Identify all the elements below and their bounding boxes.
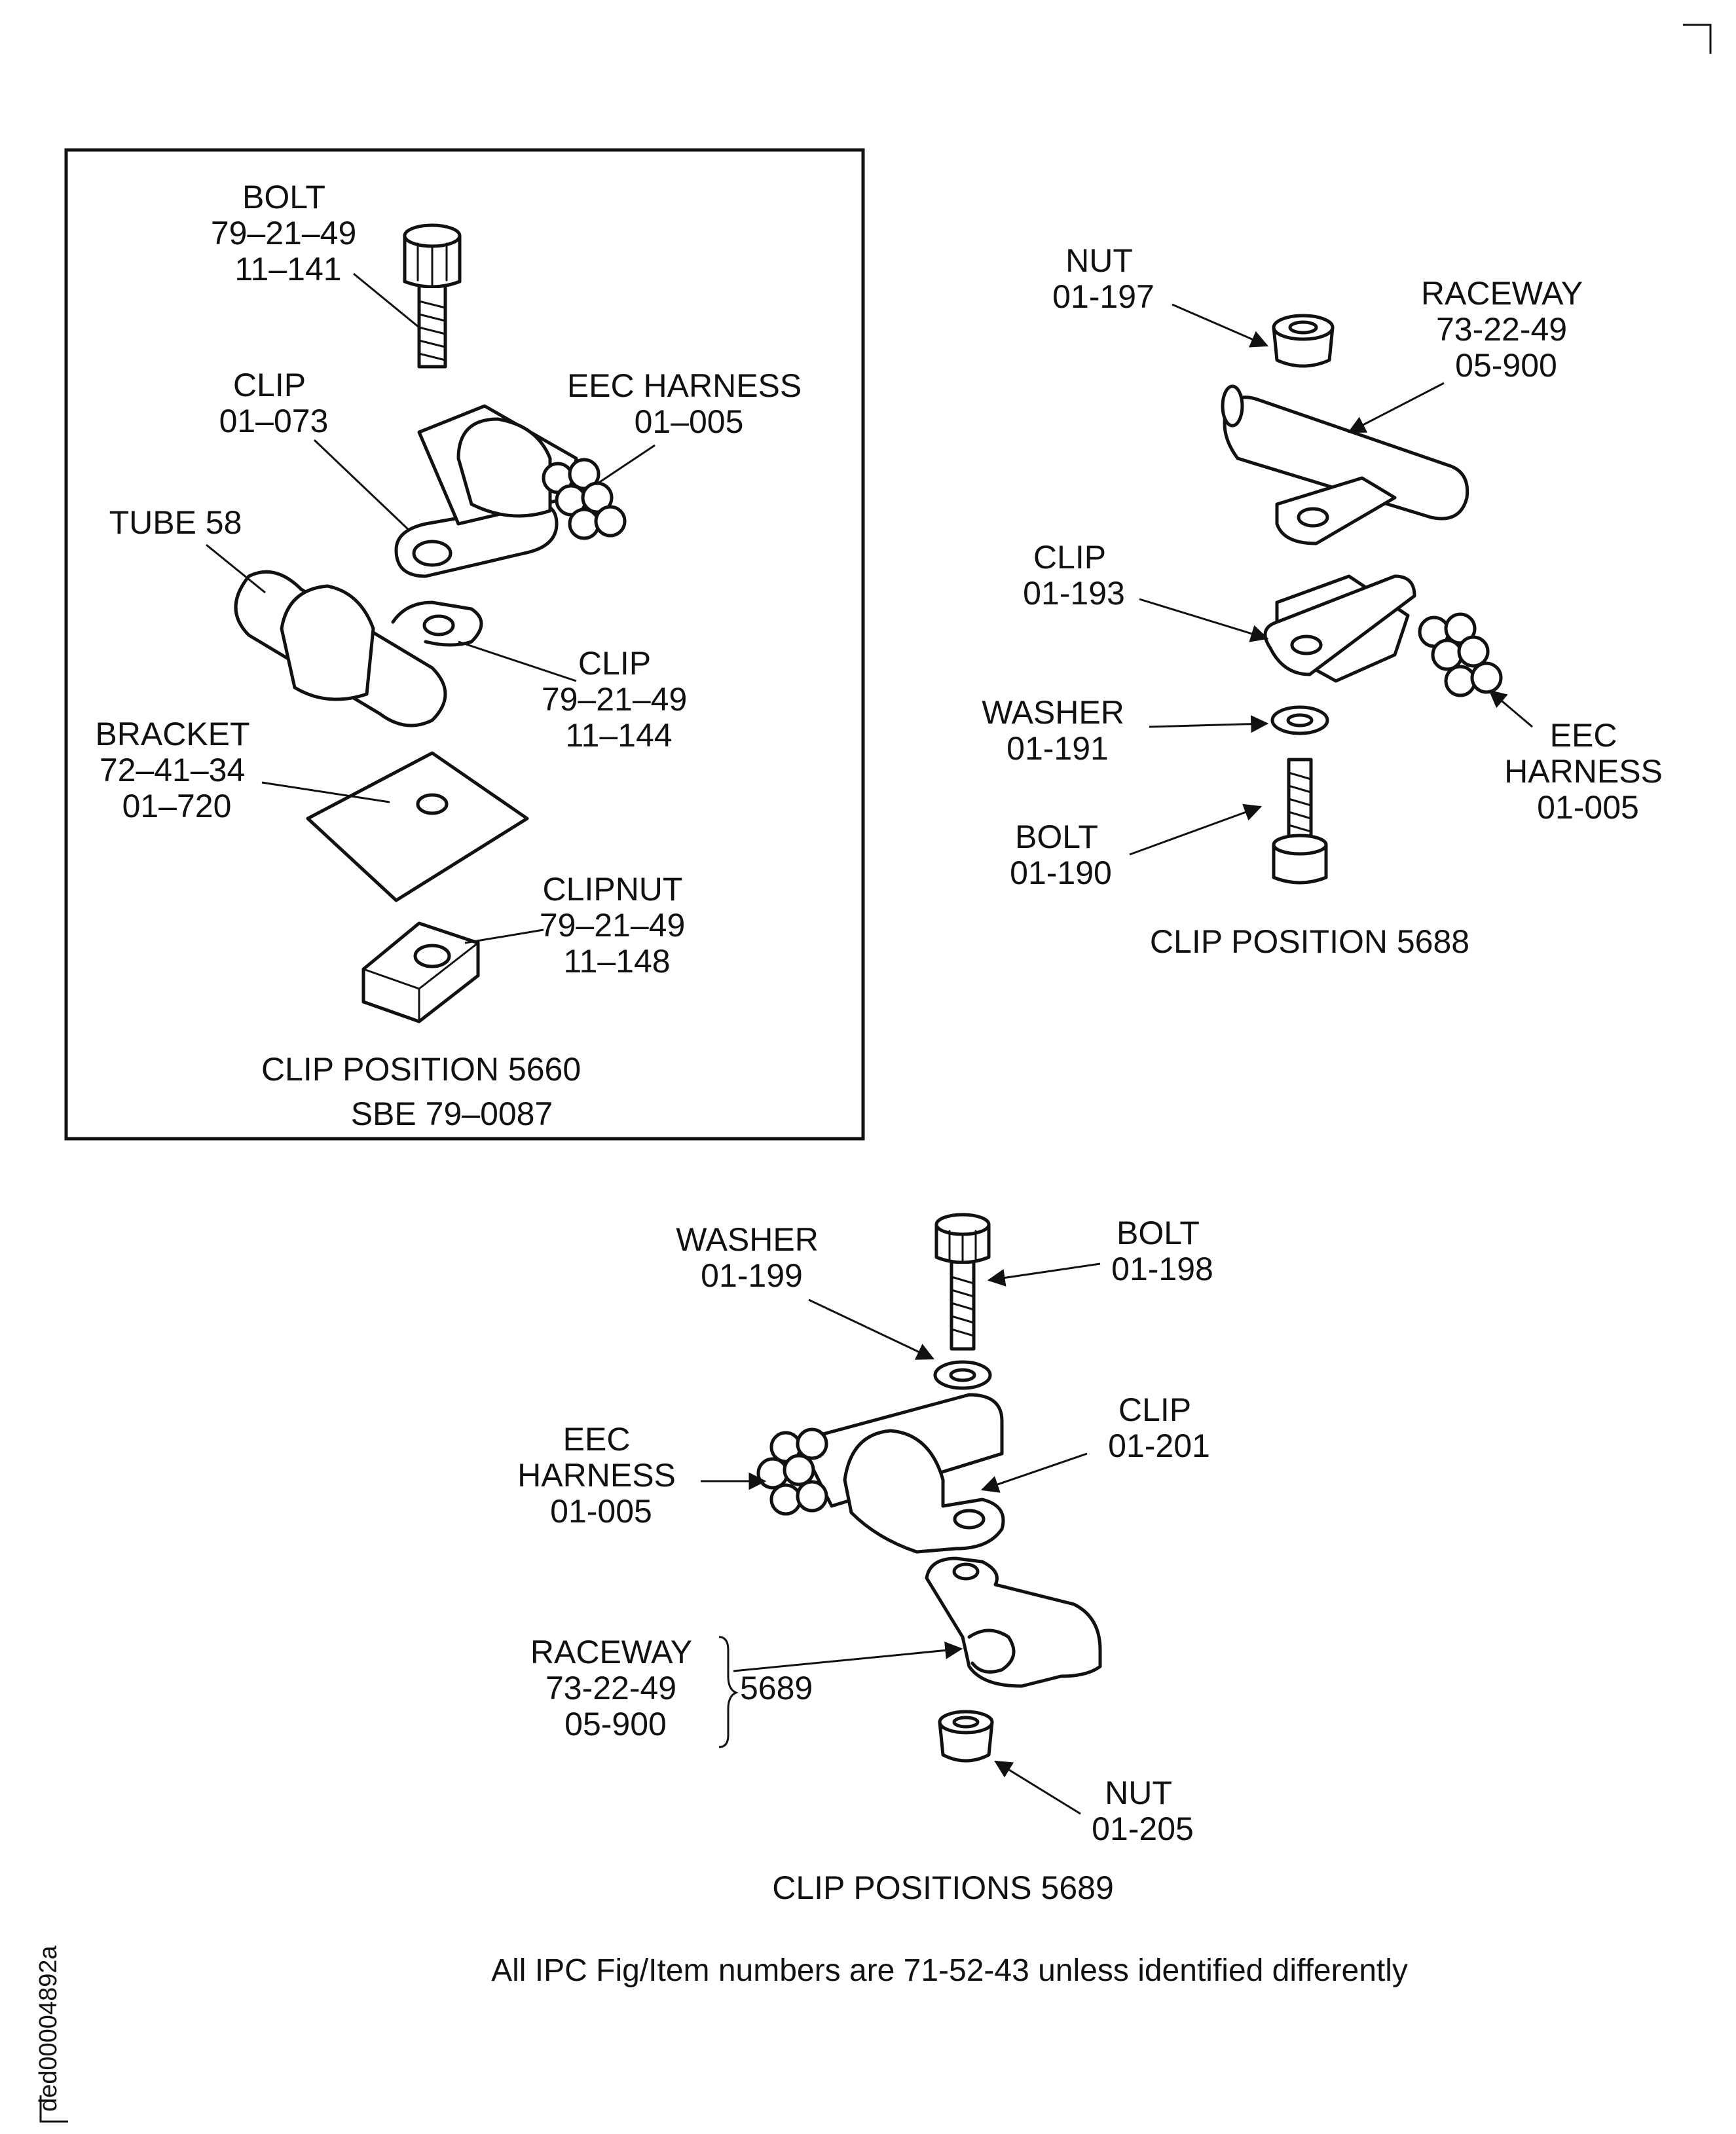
leader-tube-58 — [206, 543, 266, 594]
footer-note: All IPC Fig/Item numbers are 71-52-43 un… — [491, 1953, 1408, 1988]
label-eec-harness-5689: EEC HARNESS 01-005 — [517, 1421, 685, 1530]
nut-01-205-drawing — [938, 1710, 994, 1763]
bolt-01-190-drawing — [1272, 758, 1328, 885]
washer-01-199-drawing — [933, 1360, 992, 1390]
raceway-5689-drawing — [925, 1556, 1102, 1688]
label-nut-01-197: NUT 01-197 — [1052, 242, 1154, 315]
bracket-drawing — [306, 751, 529, 902]
arrow-nut-01-197 — [1172, 303, 1269, 348]
label-bolt-01-190: BOLT 01-190 — [1010, 819, 1112, 891]
label-clipnut: CLIPNUT 79–21–49 11–148 — [540, 871, 694, 980]
clip-position-5660-panel: BOLT 79–21–49 11–141 CLIP 01–073 EEC HAR… — [64, 148, 865, 1141]
label-raceway-position-5689: 5689 — [740, 1670, 813, 1706]
label-bolt-5660: BOLT 79–21–49 11–141 — [211, 179, 365, 287]
leader-clip-01-073 — [313, 439, 411, 532]
raceway-73-22-49-drawing — [1221, 384, 1469, 545]
label-raceway-5688: RACEWAY 73-22-49 05-900 — [1421, 275, 1591, 384]
clip-position-5689-group: WASHER 01-199 BOLT 01-198 EEC HARNESS 01… — [517, 1213, 1213, 1906]
label-clip-11-144: CLIP 79–21–49 11–144 — [542, 645, 696, 754]
clip-01-073-drawing — [394, 404, 627, 578]
tube-58-drawing — [234, 570, 483, 727]
label-washer-01-199: WASHER 01-199 — [676, 1221, 828, 1294]
leader-clip-11-144 — [458, 640, 577, 682]
arrow-bolt-01-190 — [1129, 803, 1263, 856]
caption-clip-position-5688: CLIP POSITION 5688 — [1150, 923, 1469, 960]
leader-eec-harness-5660 — [595, 444, 656, 486]
raceway-label-brace — [718, 1636, 739, 1748]
caption-clip-position-5660: CLIP POSITION 5660 SBE 79–0087 — [261, 1051, 590, 1132]
label-tube-58: TUBE 58 — [109, 504, 242, 541]
label-eec-harness-5688: EEC HARNESS 01-005 — [1504, 717, 1672, 826]
bolt-01-198-drawing — [934, 1213, 991, 1351]
label-clip-01-073: CLIP 01–073 — [219, 367, 329, 439]
arrow-washer-01-191 — [1149, 715, 1269, 733]
arrow-clip-01-193 — [1139, 598, 1269, 642]
corner-mark-bottom — [39, 2095, 68, 2123]
leader-bolt-5660 — [353, 272, 420, 329]
leader-clipnut — [464, 929, 544, 944]
arrow-raceway-5688 — [1348, 382, 1445, 433]
arrow-clip-01-201 — [980, 1452, 1088, 1493]
clip-position-5688-group: NUT 01-197 RACEWAY 73-22-49 05-900 CLIP … — [982, 242, 1672, 960]
clipnut-drawing — [361, 921, 480, 1023]
washer-01-191-drawing — [1270, 705, 1329, 735]
nut-01-197-drawing — [1272, 314, 1335, 368]
arrow-raceway-5689 — [733, 1641, 963, 1672]
arrow-eec-harness-5688 — [1488, 690, 1533, 728]
label-nut-01-205: NUT 01-205 — [1092, 1775, 1194, 1847]
label-clip-01-193: CLIP 01-193 — [1023, 539, 1125, 612]
label-bracket: BRACKET 72–41–34 01–720 — [95, 716, 258, 824]
clip-01-201-drawing — [756, 1393, 1005, 1554]
label-raceway-5689: RACEWAY 73-22-49 05-900 — [530, 1634, 701, 1742]
label-bolt-01-198: BOLT 01-198 — [1111, 1215, 1213, 1287]
clip-01-193-drawing — [1263, 574, 1503, 697]
drawing-id: ded00004892a — [35, 1945, 62, 2112]
arrow-bolt-01-198 — [987, 1262, 1101, 1287]
caption-clip-positions-5689: CLIP POSITIONS 5689 — [772, 1869, 1114, 1906]
label-clip-01-201: CLIP 01-201 — [1108, 1391, 1210, 1464]
panel-border — [64, 148, 865, 1141]
leader-bracket — [261, 781, 390, 803]
arrow-washer-01-199 — [808, 1298, 935, 1360]
corner-mark-top — [1683, 24, 1712, 54]
label-eec-harness-5660: EEC HARNESS 01–005 — [567, 367, 811, 440]
label-washer-01-191: WASHER 01-191 — [982, 694, 1134, 767]
arrow-nut-01-205 — [994, 1760, 1081, 1815]
bolt-5660-drawing — [403, 223, 462, 369]
